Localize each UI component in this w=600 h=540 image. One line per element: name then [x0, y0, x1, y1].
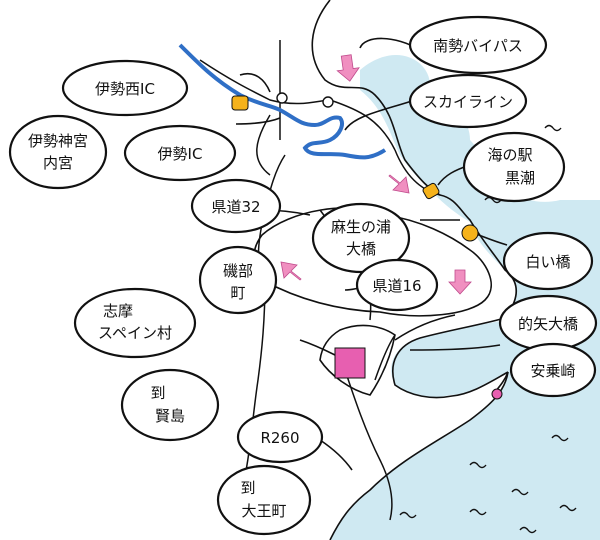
- label-matoya-ohashi: 的矢大橋: [518, 315, 578, 333]
- bubble-kendo32: [190, 178, 282, 234]
- bubble-asouranoura: [311, 202, 411, 274]
- label-to-daiocho-2: 大王町: [241, 502, 286, 520]
- label-kendo16: 県道16: [372, 277, 421, 295]
- bubble-ise-ic: [123, 124, 237, 182]
- shima-spain-mura-marker: [334, 347, 366, 379]
- label-to-daiocho-1: 到: [240, 479, 255, 497]
- ic-circle: [276, 92, 288, 104]
- ise-jingu-marker: [231, 95, 249, 111]
- label-isobe-2: 町: [230, 284, 245, 302]
- label-ise-nishi-ic: 伊勢西IC: [95, 80, 155, 98]
- river: [178, 43, 387, 160]
- label-ise-jingu-2: 内宮: [43, 154, 73, 172]
- label-kendo32: 県道32: [211, 198, 260, 216]
- bubble-skyline: [408, 73, 528, 129]
- label-ise-ic: 伊勢IC: [158, 145, 203, 163]
- label-to-kashikojima-1: 到: [150, 384, 165, 402]
- bubble-shima-spain: [73, 287, 197, 359]
- label-r260: R260: [260, 429, 299, 447]
- label-asouranoura-2: 大橋: [346, 240, 376, 258]
- label-shiroi-hashi: 白い橋: [525, 253, 570, 271]
- bubble-shiroi-hashi: [502, 231, 594, 291]
- label-skyline: スカイライン: [423, 93, 513, 111]
- bubble-umi-no-eki: [462, 131, 566, 203]
- label-shima-spain-1: 志摩: [103, 302, 133, 320]
- bubble-to-daiocho: [216, 464, 312, 536]
- direction-arrows: [280, 54, 472, 295]
- shiroi-hashi-marker: [461, 224, 479, 242]
- bubble-kendo16: [355, 258, 439, 312]
- sea-area: [330, 54, 600, 540]
- label-anorisaki: 安乗崎: [530, 362, 575, 380]
- label-umi-no-eki-2: 黒潮: [505, 169, 535, 187]
- bubble-anorisaki: [509, 342, 597, 398]
- bubble-nansei-bypass: [408, 15, 548, 75]
- label-ise-jingu-1: 伊勢神宮: [28, 132, 88, 150]
- ic-circle: [322, 96, 334, 108]
- bubble-isobe: [198, 245, 278, 315]
- label-umi-no-eki-1: 海の駅: [487, 146, 532, 164]
- bubble-ise-nishi-ic: [61, 59, 189, 117]
- bubble-ise-jingu: [8, 114, 108, 190]
- umi-no-eki-marker: [422, 182, 440, 200]
- bubble-r260: [236, 410, 324, 464]
- anorisaki-marker: [491, 388, 503, 400]
- label-arrows: [235, 37, 509, 471]
- label-shima-spain-2: スペイン村: [98, 324, 172, 342]
- label-to-kashikojima-2: 賢島: [155, 407, 185, 425]
- label-nansei-bypass: 南勢バイパス: [433, 37, 523, 55]
- label-bubbles: 伊勢西IC 伊勢神宮 内宮 伊勢IC 南勢バイパス スカイライン 海の駅 黒潮 …: [8, 15, 598, 536]
- label-isobe-1: 磯部: [223, 262, 253, 280]
- bubble-to-kashikojima: [120, 368, 220, 442]
- label-asouranoura-1: 麻生の浦: [331, 218, 391, 236]
